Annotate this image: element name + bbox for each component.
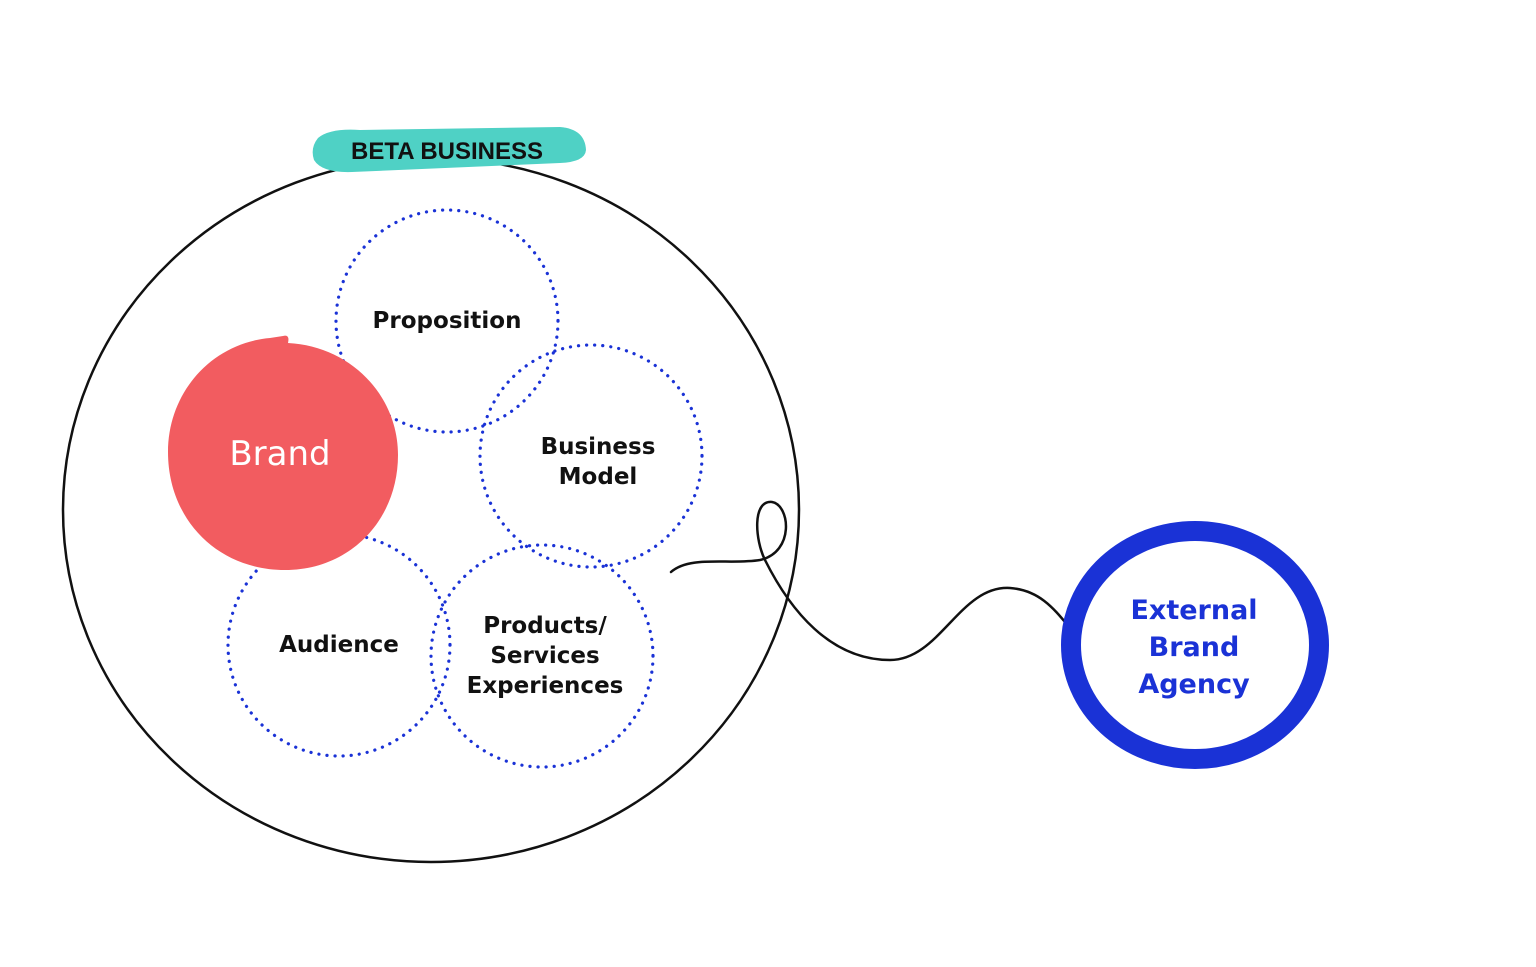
- external-label-line2: Brand: [1149, 632, 1240, 663]
- proposition-circle: [334, 208, 560, 434]
- external-agency-circle: [1061, 521, 1329, 769]
- products-label-line1: Products/: [483, 613, 607, 639]
- audience-label: Audience: [279, 632, 399, 658]
- brand-circle: [168, 335, 398, 570]
- proposition-label: Proposition: [373, 308, 522, 334]
- business-model-circle: [478, 343, 704, 569]
- diagram-title: BETA BUSINESS: [351, 138, 543, 165]
- brand-label: Brand: [229, 434, 330, 474]
- external-label-line3: Agency: [1138, 669, 1250, 700]
- business-model-label-line2: Model: [559, 464, 638, 490]
- products-circle: [429, 543, 655, 769]
- products-label-line2: Services: [490, 643, 599, 669]
- external-label-line1: External: [1130, 595, 1257, 626]
- title-highlight: [312, 127, 586, 173]
- audience-circle: [226, 532, 452, 758]
- business-model-label-line1: Business: [541, 434, 656, 460]
- element-circles: [226, 208, 704, 769]
- connector-line: [669, 500, 1072, 662]
- products-label-line3: Experiences: [467, 673, 624, 699]
